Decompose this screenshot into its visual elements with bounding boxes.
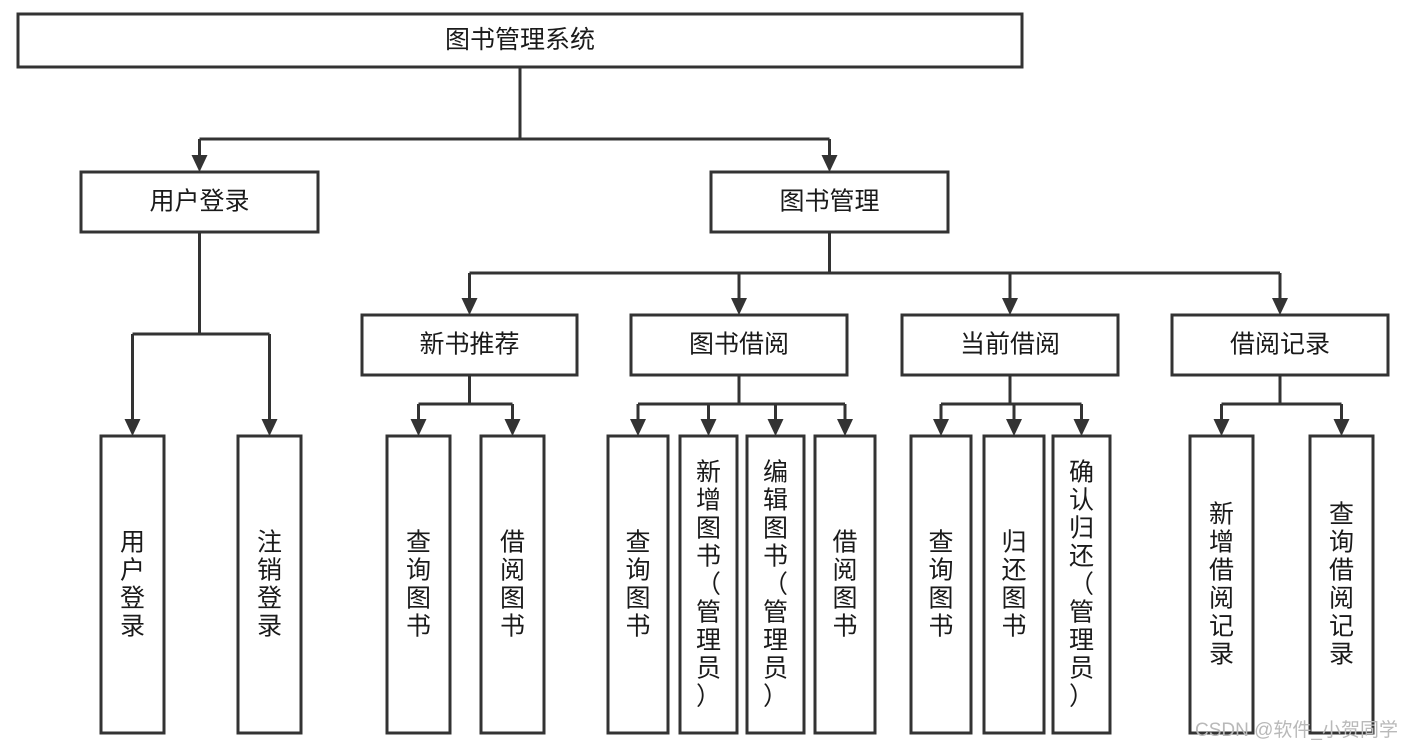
node-current-borrow[interactable]: 当前借阅	[900, 313, 1120, 377]
node-box-user-login	[79, 170, 320, 234]
new-book-recommend-branch-to-leaf-borrow-book-rec-arrowhead	[504, 419, 521, 436]
book-borrow-branch-to-leaf-query-book-borrow-arrowhead	[630, 419, 646, 436]
node-box-new-book-recommend	[360, 313, 579, 377]
node-box-leaf-query-book-cur	[909, 434, 973, 735]
node-label-leaf-add-book: 新增图书（管理员）	[696, 459, 721, 711]
node-borrow-record[interactable]: 借阅记录	[1170, 313, 1390, 377]
node-leaf-user-login[interactable]: 用户登录	[99, 434, 166, 735]
node-leaf-query-book-rec[interactable]: 查询图书	[385, 434, 452, 735]
current-borrow-branch-to-leaf-return-book-arrowhead	[1006, 419, 1022, 436]
node-book-borrow[interactable]: 图书借阅	[629, 313, 849, 377]
node-box-book-borrow	[629, 313, 849, 377]
connector-edges	[124, 67, 1350, 436]
node-box-leaf-borrow-book-rec	[479, 434, 546, 735]
node-user-login[interactable]: 用户登录	[79, 170, 320, 234]
node-book-manage[interactable]: 图书管理	[709, 170, 950, 234]
node-box-leaf-add-book	[678, 434, 739, 735]
node-label-user-login: 用户登录	[149, 188, 249, 216]
node-leaf-confirm-return[interactable]: 确认归还（管理员）	[1051, 434, 1112, 735]
csdn-watermark: CSDN @软件_小贺同学	[1195, 719, 1398, 741]
node-label-book-manage: 图书管理	[779, 188, 879, 216]
node-label-borrow-record: 借阅记录	[1230, 331, 1330, 359]
node-label-leaf-logout-login: 注销登录	[257, 529, 282, 641]
node-box-leaf-return-book	[982, 434, 1046, 735]
node-label-leaf-borrow-book-rec: 借阅图书	[500, 529, 525, 641]
node-leaf-add-book[interactable]: 新增图书（管理员）	[678, 434, 739, 735]
node-box-root	[16, 12, 1024, 69]
node-leaf-return-book[interactable]: 归还图书	[982, 434, 1046, 735]
node-box-leaf-query-book-rec	[385, 434, 452, 735]
node-label-new-book-recommend: 新书推荐	[419, 331, 519, 359]
node-box-book-manage	[709, 170, 950, 234]
node-box-leaf-confirm-return	[1051, 434, 1112, 735]
node-box-leaf-edit-book	[745, 434, 806, 735]
node-label-book-borrow: 图书借阅	[689, 331, 789, 359]
node-label-leaf-query-record: 查询借阅记录	[1329, 501, 1354, 669]
node-box-current-borrow	[900, 313, 1120, 377]
node-leaf-borrow-book[interactable]: 借阅图书	[813, 434, 877, 735]
current-borrow-branch-to-leaf-query-book-cur-arrowhead	[933, 419, 949, 436]
node-leaf-query-book-cur[interactable]: 查询图书	[909, 434, 973, 735]
book-borrow-branch-to-leaf-edit-book-arrowhead	[767, 419, 784, 436]
root-branch-to-book-manage-arrowhead	[821, 155, 838, 172]
node-label-leaf-user-login: 用户登录	[120, 529, 145, 641]
user-login-branch-to-leaf-logout-login-arrowhead	[261, 419, 278, 436]
node-leaf-borrow-book-rec[interactable]: 借阅图书	[479, 434, 546, 735]
node-label-leaf-add-record: 新增借阅记录	[1209, 501, 1234, 669]
node-label-leaf-borrow-book: 借阅图书	[832, 529, 857, 641]
node-label-leaf-edit-book: 编辑图书（管理员）	[763, 459, 788, 711]
book-manage-branch-to-current-borrow-arrowhead	[1002, 298, 1018, 315]
borrow-record-branch-to-leaf-add-record-arrowhead	[1213, 419, 1230, 436]
root-branch-to-user-login-arrowhead	[191, 155, 208, 172]
book-borrow-branch-to-leaf-borrow-book-arrowhead	[837, 419, 853, 436]
node-label-leaf-confirm-return: 确认归还（管理员）	[1069, 459, 1094, 711]
node-label-leaf-return-book: 归还图书	[1001, 529, 1026, 641]
node-leaf-logout-login[interactable]: 注销登录	[236, 434, 303, 735]
new-book-recommend-branch-to-leaf-query-book-rec-arrowhead	[410, 419, 427, 436]
node-leaf-edit-book[interactable]: 编辑图书（管理员）	[745, 434, 806, 735]
nodes-layer: 图书管理系统用户登录图书管理新书推荐图书借阅当前借阅借阅记录用户登录注销登录查询…	[16, 12, 1390, 735]
book-manage-branch-to-book-borrow-arrowhead	[731, 298, 747, 315]
node-new-book-recommend[interactable]: 新书推荐	[360, 313, 579, 377]
node-box-borrow-record	[1170, 313, 1390, 377]
node-leaf-query-record[interactable]: 查询借阅记录	[1308, 434, 1375, 735]
node-box-leaf-borrow-book	[813, 434, 877, 735]
node-box-leaf-add-record	[1188, 434, 1255, 735]
borrow-record-branch-to-leaf-query-record-arrowhead	[1333, 419, 1350, 436]
book-manage-branch-to-borrow-record-arrowhead	[1272, 298, 1288, 315]
node-box-leaf-query-record	[1308, 434, 1375, 735]
node-label-root: 图书管理系统	[445, 26, 595, 54]
node-label-current-borrow: 当前借阅	[960, 331, 1060, 359]
node-box-leaf-query-book-borrow	[606, 434, 670, 735]
current-borrow-branch-to-leaf-confirm-return-arrowhead	[1073, 419, 1090, 436]
book-manage-branch-to-new-book-recommend-arrowhead	[461, 298, 478, 315]
node-leaf-add-record[interactable]: 新增借阅记录	[1188, 434, 1255, 735]
node-box-leaf-logout-login	[236, 434, 303, 735]
node-label-leaf-query-book-borrow: 查询图书	[625, 529, 650, 641]
node-label-leaf-query-book-rec: 查询图书	[406, 529, 431, 641]
node-leaf-query-book-borrow[interactable]: 查询图书	[606, 434, 670, 735]
node-root[interactable]: 图书管理系统	[16, 12, 1024, 69]
node-label-leaf-query-book-cur: 查询图书	[928, 529, 953, 641]
user-login-branch-to-leaf-user-login-arrowhead	[124, 419, 141, 436]
node-box-leaf-user-login	[99, 434, 166, 735]
book-borrow-branch-to-leaf-add-book-arrowhead	[700, 419, 717, 436]
